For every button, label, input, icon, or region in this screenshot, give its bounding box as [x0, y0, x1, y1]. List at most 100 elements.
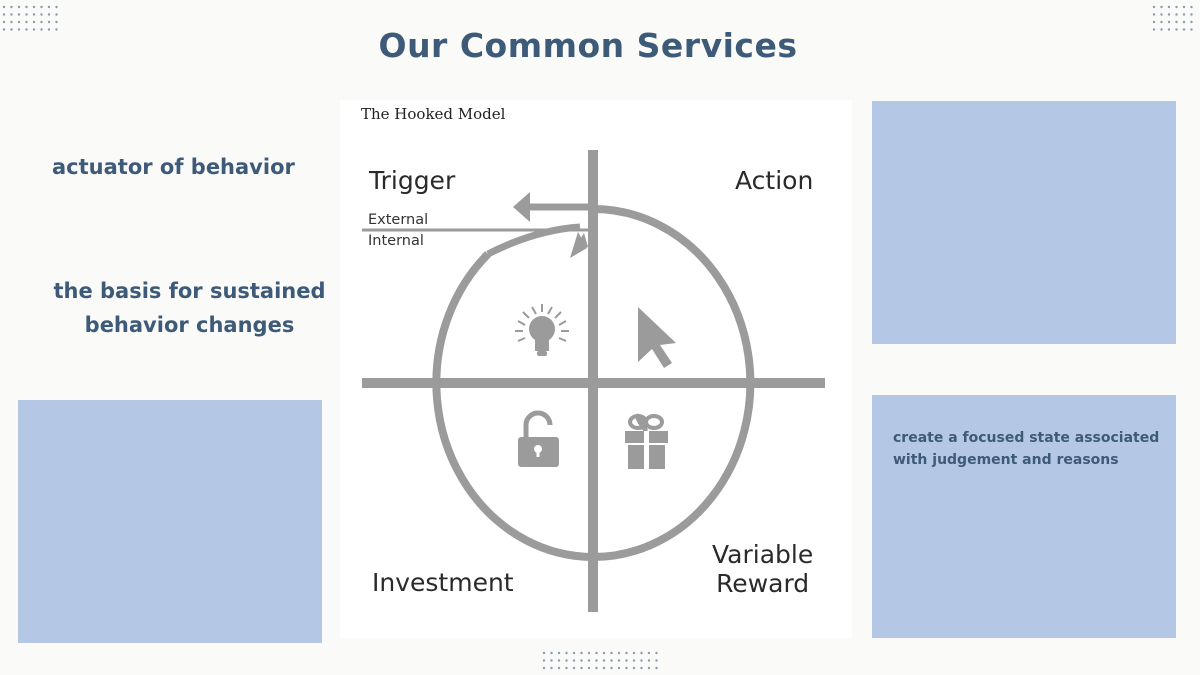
decorative-dot [580, 659, 583, 662]
decorative-dot [1152, 20, 1156, 24]
decorative-dot [632, 659, 636, 662]
placeholder-box-left [18, 400, 322, 643]
lightbulb-icon [515, 304, 569, 356]
decorative-dot [617, 666, 621, 670]
decorative-dot [602, 666, 606, 670]
decorative-dot [10, 28, 13, 31]
decorative-dot [572, 666, 576, 670]
decorative-dot [565, 651, 568, 655]
decorative-dot [40, 13, 43, 16]
decorative-dot [595, 666, 598, 670]
decorative-dot [625, 651, 628, 655]
decorative-dot [2, 5, 6, 9]
decorative-dot [2, 28, 6, 31]
decorative-dot [1182, 28, 1186, 31]
decorative-dot [647, 666, 651, 670]
decorative-dot [587, 659, 591, 662]
decorative-dot [1182, 13, 1186, 16]
decorative-dot [640, 659, 643, 662]
dot-grid-top-left [2, 5, 58, 31]
label-trigger: Trigger [369, 166, 456, 195]
decorative-dot [17, 13, 21, 16]
decorative-dot [655, 666, 658, 670]
decorative-dot [2, 20, 6, 24]
decorative-dot [25, 28, 28, 31]
decorative-dot [610, 659, 613, 662]
decorative-dot [55, 20, 58, 24]
decorative-dot [587, 666, 591, 670]
decorative-dot [587, 651, 591, 655]
decorative-dot [1190, 13, 1193, 16]
decorative-dot [1175, 28, 1178, 31]
decorative-dot [542, 659, 546, 662]
label-external: External [368, 212, 429, 228]
decorative-dot [1182, 20, 1186, 24]
decorative-dot [542, 651, 546, 655]
hooked-model-graphics [362, 150, 825, 612]
decorative-dot [625, 666, 628, 670]
decorative-dot [40, 28, 43, 31]
decorative-dot [655, 651, 658, 655]
label-variable-reward: Variable Reward [712, 540, 813, 598]
label-variable: Variable [712, 540, 814, 569]
text-box-right-bottom: create a focused state associated with j… [872, 395, 1176, 638]
decorative-dot [1167, 5, 1171, 9]
decorative-dot [1152, 28, 1156, 31]
decorative-dot [47, 5, 51, 9]
hooked-model-diagram: The Hooked Model Trigger Action Investme… [340, 100, 852, 638]
padlock-icon [518, 410, 559, 467]
decorative-dot [1175, 20, 1178, 24]
decorative-dot [580, 666, 583, 670]
decorative-dot [1190, 5, 1193, 9]
decorative-dot [10, 13, 13, 16]
decorative-dot [1160, 13, 1163, 16]
placeholder-box-right-top [872, 101, 1176, 344]
decorative-dot [55, 13, 58, 16]
decorative-dot [1160, 28, 1163, 31]
dot-grid-top-right [1152, 5, 1193, 31]
decorative-dot [550, 666, 553, 670]
decorative-dot [32, 20, 36, 24]
decorative-dot [1167, 20, 1171, 24]
decorative-dot [1160, 20, 1163, 24]
label-investment: Investment [372, 568, 514, 597]
decorative-dot [1152, 13, 1156, 16]
decorative-dot [565, 666, 568, 670]
decorative-dot [572, 651, 576, 655]
decorative-dot [47, 28, 51, 31]
decorative-dot [557, 666, 561, 670]
decorative-dot [647, 651, 651, 655]
decorative-dot [602, 659, 606, 662]
decorative-dot [1190, 20, 1193, 24]
decorative-dot [17, 28, 21, 31]
decorative-dot [595, 651, 598, 655]
decorative-dot [55, 5, 58, 9]
decorative-dot [10, 20, 13, 24]
cycle-arc [432, 205, 755, 561]
decorative-dot [1190, 28, 1193, 31]
internal-arrow-stem [486, 223, 581, 258]
cursor-arrow-icon [638, 307, 676, 368]
decorative-dot [1152, 5, 1156, 9]
decorative-dot [610, 651, 613, 655]
gift-icon [625, 413, 668, 469]
decorative-dot [610, 666, 613, 670]
decorative-dot [1160, 5, 1163, 9]
decorative-dot [640, 666, 643, 670]
decorative-dot [655, 659, 658, 662]
decorative-dot [617, 659, 621, 662]
decorative-dot [565, 659, 568, 662]
decorative-dot [1167, 28, 1171, 31]
decorative-dot [572, 659, 576, 662]
decorative-dot [1167, 13, 1171, 16]
decorative-dot [1182, 5, 1186, 9]
decorative-dot [55, 28, 58, 31]
label-internal: Internal [368, 233, 424, 249]
decorative-dot [25, 13, 28, 16]
decorative-dot [640, 651, 643, 655]
decorative-dot [580, 651, 583, 655]
slide-title: Our Common Services [378, 26, 798, 65]
decorative-dot [40, 20, 43, 24]
decorative-dot [632, 666, 636, 670]
decorative-dot [550, 651, 553, 655]
